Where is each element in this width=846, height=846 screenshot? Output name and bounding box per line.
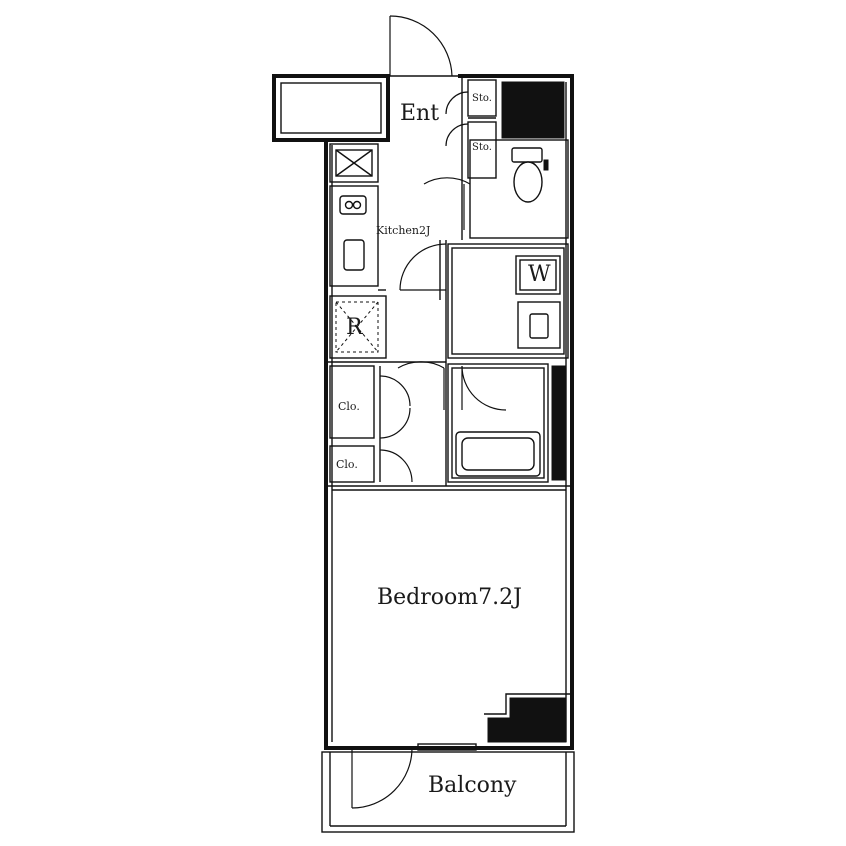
balcony-label: Balcony	[428, 773, 517, 798]
storage-label-1: Sto.	[472, 93, 492, 104]
bathtub-icon	[455, 431, 541, 477]
hallway-walls	[326, 76, 463, 486]
column-block	[487, 697, 567, 743]
toilet-room	[423, 139, 569, 239]
bedroom	[326, 485, 572, 743]
storage-label-2: Sto.	[472, 142, 492, 153]
refrigerator-label: R	[346, 315, 364, 340]
kitchen-counter	[329, 143, 386, 291]
bedroom-label: Bedroom7.2J	[377, 585, 522, 610]
bathroom	[447, 363, 567, 483]
closet-label-2: Clo.	[336, 458, 358, 471]
kitchen-sink-icon	[343, 239, 365, 271]
toilet-icon	[513, 161, 543, 203]
entrance-door[interactable]	[389, 15, 458, 77]
pipe-shaft-top	[501, 81, 565, 139]
refrigerator-space	[329, 295, 387, 359]
closet-label-1: Clo.	[338, 400, 360, 413]
pipe-shaft-mid	[551, 365, 567, 481]
washer-label: W	[528, 262, 551, 287]
washer-icon	[515, 255, 561, 295]
storage-area	[445, 79, 565, 179]
kitchen-label: Kitchen2J	[376, 224, 430, 237]
closets	[329, 361, 445, 483]
washroom	[399, 243, 569, 359]
entrance-label: Ent	[400, 101, 439, 126]
balcony	[321, 743, 575, 833]
sink-icon	[517, 301, 561, 349]
